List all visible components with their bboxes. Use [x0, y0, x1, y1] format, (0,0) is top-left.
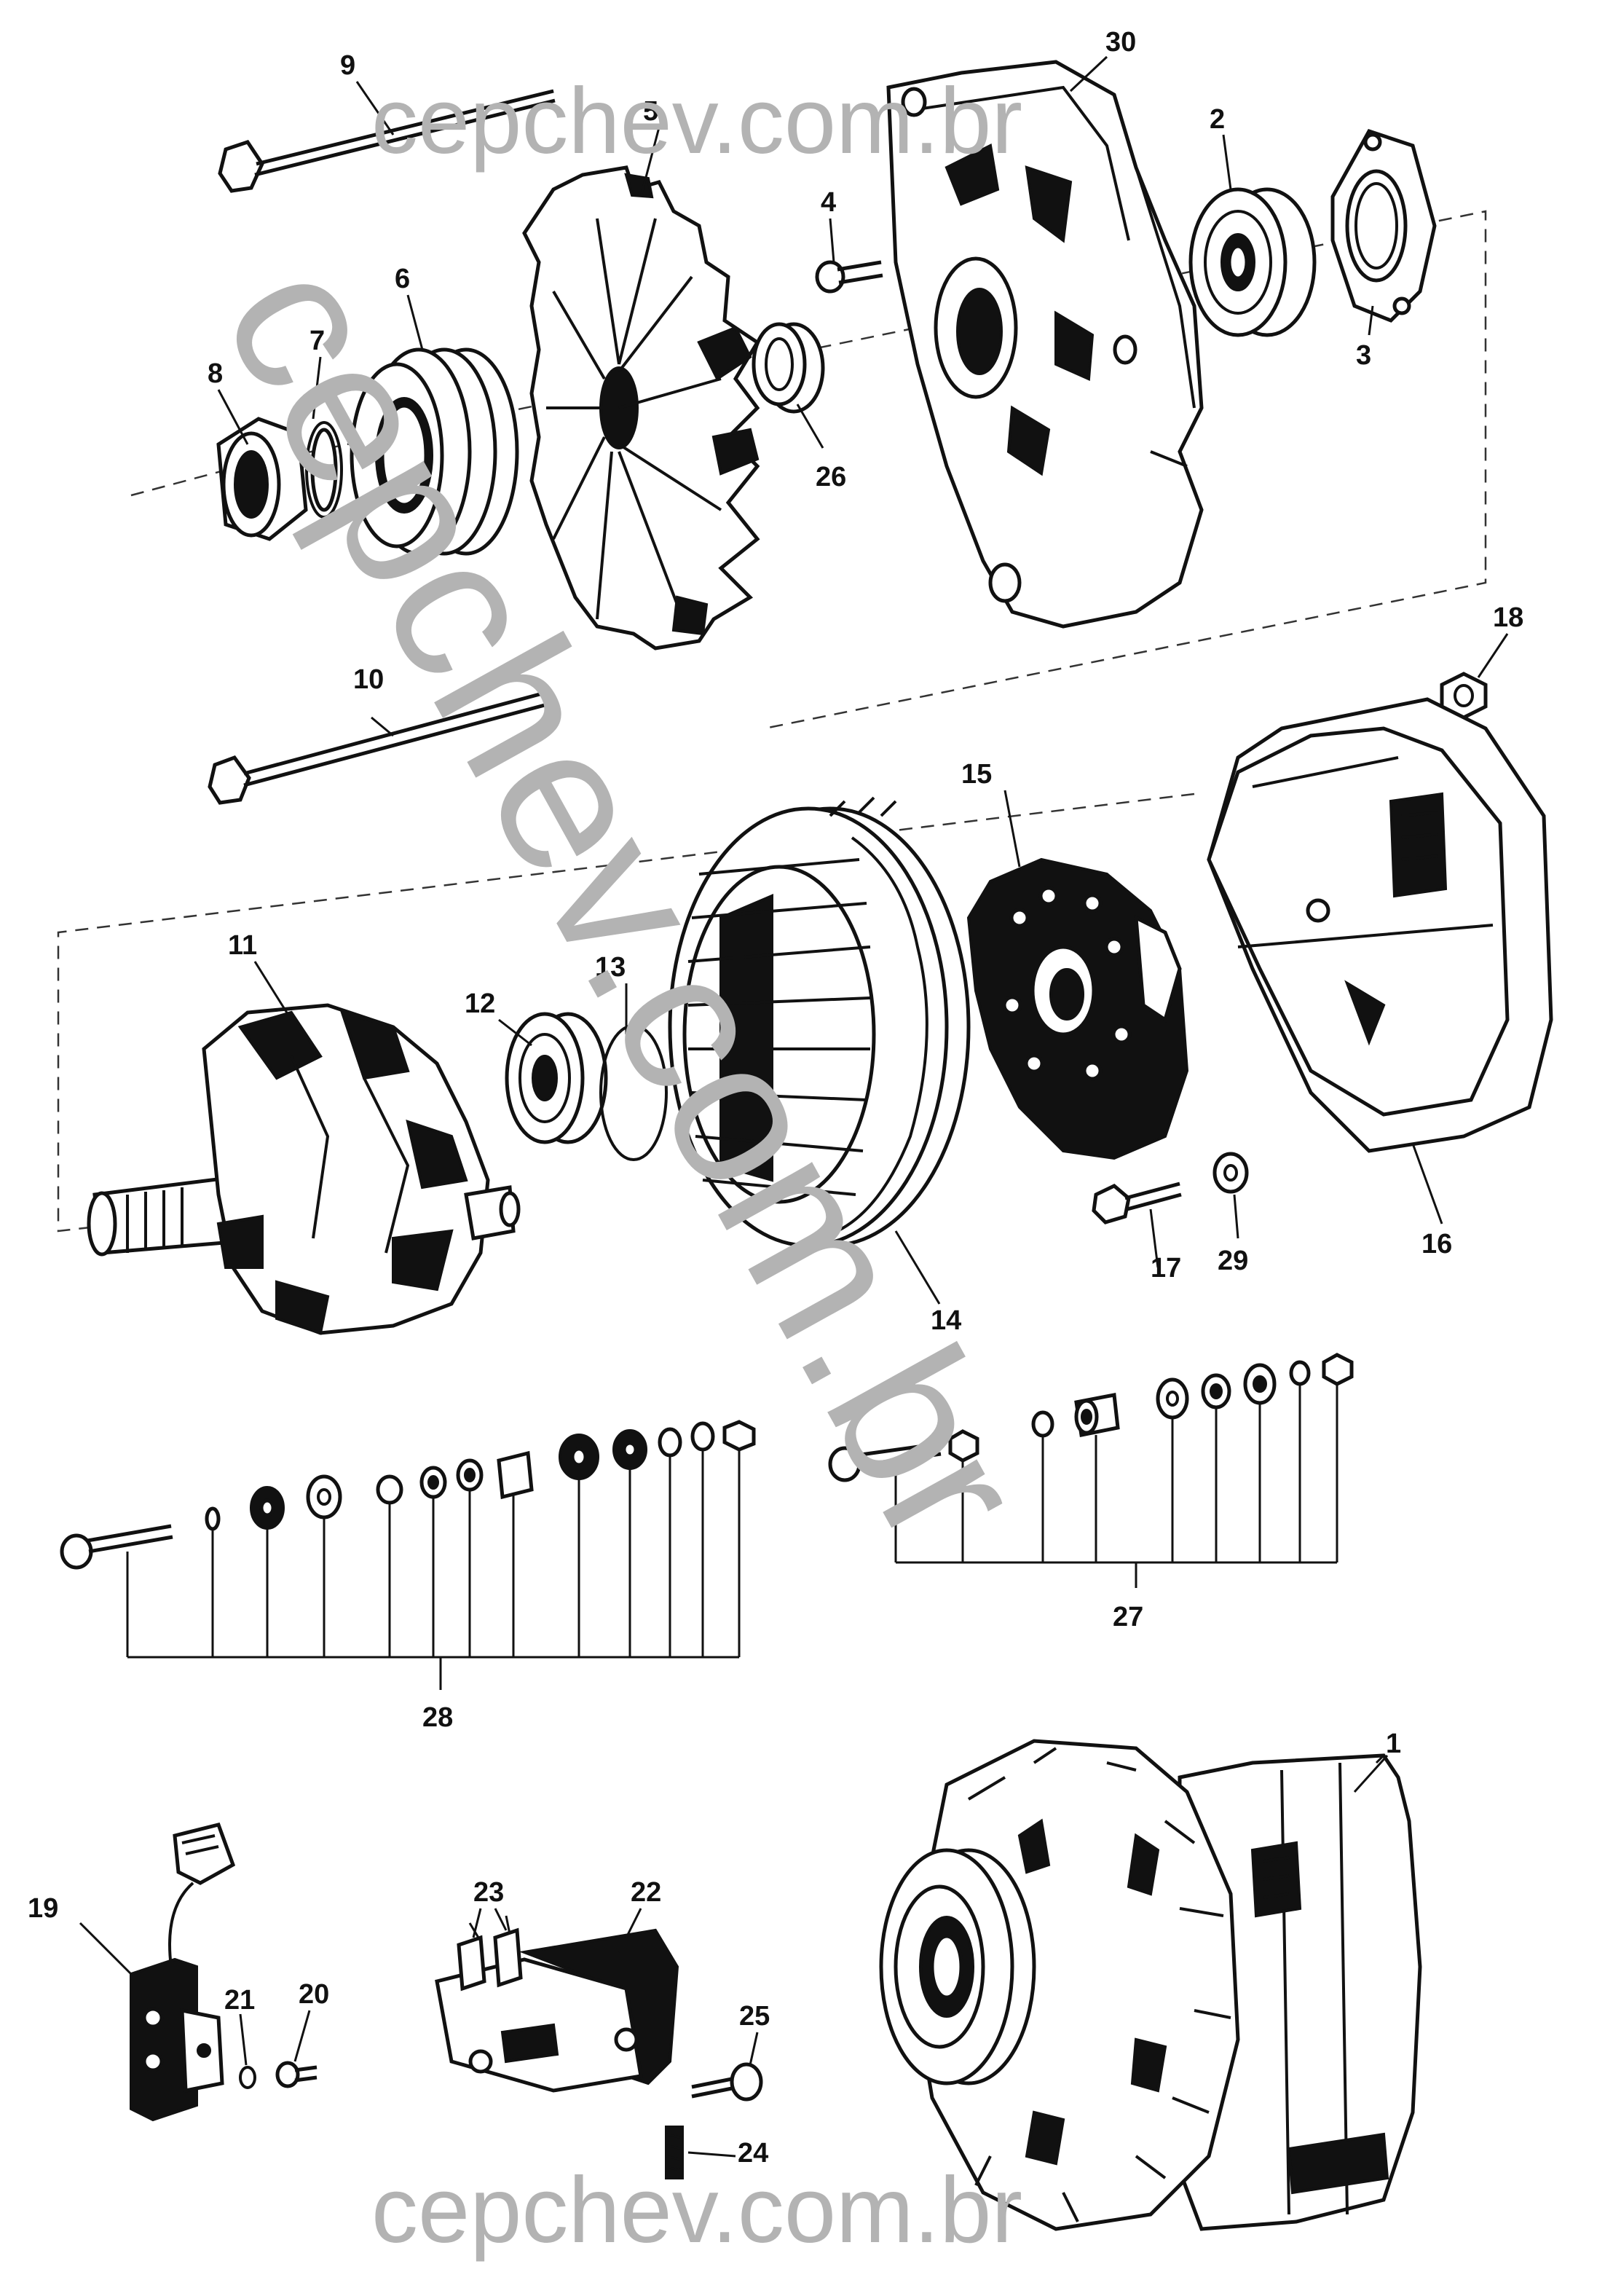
callout-2: 2 [1210, 104, 1225, 135]
stator-14 [668, 796, 971, 1248]
callout-15: 15 [961, 759, 992, 790]
callout-28: 28 [422, 1702, 453, 1733]
callout-8: 8 [208, 358, 223, 389]
callout-12: 12 [465, 988, 495, 1019]
callout-14: 14 [931, 1305, 961, 1336]
slip-ring-housing-16 [1207, 697, 1553, 1153]
callout-9: 9 [340, 50, 355, 81]
rotor-11 [87, 1003, 521, 1335]
voltage-regulator-22 [435, 1927, 679, 2093]
brush-holder-19 [130, 1823, 236, 2122]
assembled-alternator-1 [879, 1739, 1422, 2231]
rectifier-diode-plate-15 [966, 857, 1189, 1160]
leader-lines [79, 55, 1509, 2158]
nut-18 [1440, 672, 1488, 720]
o-ring-13 [599, 1024, 668, 1161]
retainer-plate-3 [1330, 128, 1437, 323]
callout-17: 17 [1151, 1253, 1181, 1283]
pulley-6 [350, 347, 519, 556]
callout-22: 22 [631, 1877, 661, 1908]
callout-11: 11 [228, 930, 257, 961]
watermark-bottom: cepchev.com.br [371, 2158, 1022, 2262]
callout-29: 29 [1218, 1246, 1248, 1276]
fan-5 [522, 165, 760, 650]
callout-20: 20 [299, 1979, 329, 2010]
callout-4: 4 [821, 187, 836, 218]
callout-3: 3 [1356, 340, 1371, 371]
through-bolt-9 [218, 89, 556, 193]
callout-1: 1 [1386, 1729, 1401, 1759]
callout-19: 19 [28, 1893, 58, 1924]
spring-24 [665, 2126, 684, 2179]
callout-24: 24 [738, 2138, 768, 2169]
callout-30: 30 [1105, 27, 1136, 58]
washer-21 [239, 2066, 256, 2089]
callout-25: 25 [739, 2001, 770, 2032]
pulley-nut-8 [216, 417, 308, 541]
callout-numbers: 1 2 3 4 5 6 7 8 9 10 11 12 13 14 15 16 1… [28, 27, 1523, 2169]
callout-7: 7 [309, 326, 325, 356]
terminal-hardware-set-28 [60, 1420, 756, 1690]
ball-bearing-2 [1188, 187, 1317, 337]
spacer-ring-26 [752, 322, 825, 414]
washer-29 [1212, 1152, 1249, 1194]
screw-25 [691, 2062, 763, 2102]
bolt-17 [1092, 1182, 1182, 1224]
callout-27: 27 [1113, 1602, 1143, 1632]
callout-18: 18 [1493, 602, 1523, 633]
callout-23: 23 [473, 1877, 504, 1908]
callout-6: 6 [395, 264, 410, 294]
callout-10: 10 [353, 664, 384, 695]
ball-bearing-12 [505, 1012, 608, 1144]
terminal-hardware-set-27 [828, 1353, 1354, 1588]
callout-21: 21 [224, 1985, 255, 2016]
drive-end-housing-30 [886, 60, 1204, 629]
callout-16: 16 [1421, 1229, 1452, 1259]
watermark-top: cepchev.com.br [371, 69, 1022, 173]
screw-20 [275, 2061, 318, 2088]
callout-5: 5 [643, 96, 658, 127]
spring-washer-7 [305, 421, 343, 519]
screw-4 [815, 260, 883, 294]
callout-26: 26 [816, 462, 846, 492]
through-bolt-10 [208, 691, 545, 805]
callout-13: 13 [595, 952, 626, 983]
